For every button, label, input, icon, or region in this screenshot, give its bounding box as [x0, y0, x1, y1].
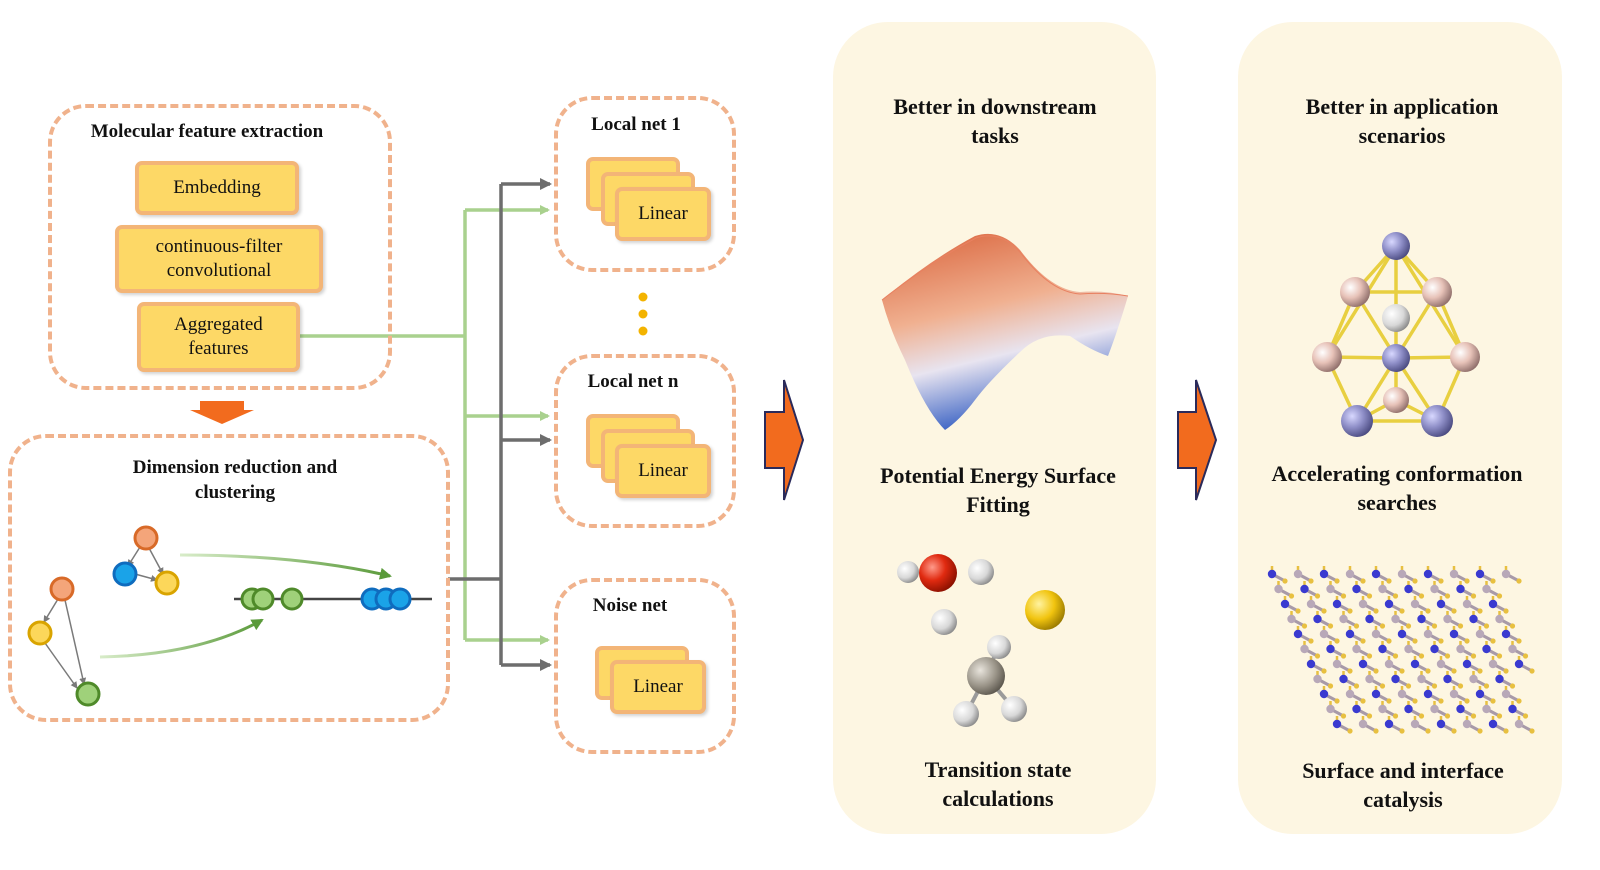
- local-net-1-linear: Linear: [615, 187, 711, 241]
- gray-connectors: [448, 178, 552, 671]
- right-arrow-icon: [1177, 379, 1218, 501]
- molecule-icon: [897, 554, 1065, 727]
- downstream-title: Better in downstream tasks: [893, 94, 1097, 148]
- pes-fitting-label: Potential Energy Surface Fitting: [880, 463, 1116, 517]
- local-net-n-box: [554, 354, 736, 528]
- dimension-reduction-title: Dimension reduction and clustering: [132, 457, 338, 503]
- application-panel: [1238, 22, 1562, 834]
- embedding-box: Embedding: [135, 161, 299, 215]
- down-arrow-icon: [190, 401, 254, 424]
- green-connectors: [300, 205, 550, 645]
- conformation-search-label: Accelerating conformation searches: [1271, 461, 1523, 515]
- application-title: Better in application scenarios: [1305, 94, 1499, 148]
- cfconv-box: continuous-filter convolutional: [115, 225, 323, 293]
- local-net-n-title: Local net n: [587, 371, 679, 392]
- surface-catalysis-label: Surface and interface catalysis: [1302, 758, 1504, 812]
- atomic-cluster-atoms: [1312, 232, 1480, 437]
- noise-net-box: [554, 578, 736, 754]
- local-net-n-linear: Linear: [615, 444, 711, 498]
- ellipsis-dots-icon: [638, 292, 648, 336]
- cluster-graph-icon: [27, 525, 432, 707]
- noise-net-title: Noise net: [592, 595, 668, 616]
- downstream-panel: [833, 22, 1156, 834]
- transition-state-label: Transition state calculations: [924, 757, 1072, 811]
- dimension-reduction-box: [8, 434, 450, 722]
- energy-surface-icon: [881, 233, 1129, 430]
- right-arrow-icon: [764, 379, 805, 501]
- feature-extraction-box: [48, 104, 392, 390]
- noise-net-linear: Linear: [610, 660, 706, 714]
- local-net-1-title: Local net 1: [591, 114, 681, 135]
- feature-extraction-title: Molecular feature extraction: [90, 121, 324, 142]
- local-net-1-box: [554, 96, 736, 272]
- aggregated-features-box: Aggregated features: [137, 302, 300, 372]
- lattice-surface-icon: [1267, 566, 1535, 734]
